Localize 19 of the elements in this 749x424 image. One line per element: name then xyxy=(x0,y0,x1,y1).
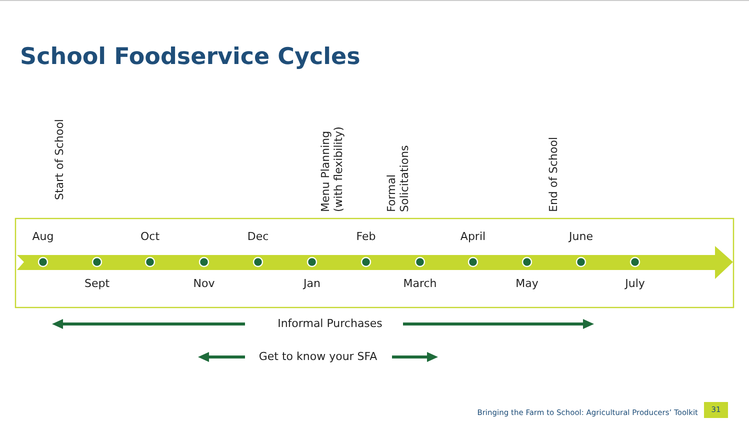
event-label: Start of School xyxy=(53,118,66,200)
title: School Foodservice Cycles xyxy=(20,43,360,72)
month-label: Dec xyxy=(247,230,269,243)
month-label: May xyxy=(516,277,538,290)
month-label: June xyxy=(569,230,593,243)
period-label: Get to know your SFA xyxy=(258,350,378,363)
month-label: Sept xyxy=(84,277,110,290)
month-label: Jan xyxy=(304,277,320,290)
month-label: July xyxy=(625,277,645,290)
month-label: Feb xyxy=(356,230,376,243)
month-label: Oct xyxy=(140,230,160,243)
event-label: Formal Solicitations xyxy=(385,144,411,212)
event-label: Menu Planning (with flexibility) xyxy=(319,126,345,212)
month-label: March xyxy=(403,277,437,290)
month-label: Aug xyxy=(32,230,54,243)
month-label: Nov xyxy=(193,277,215,290)
period-label: Informal Purchases xyxy=(278,317,382,330)
month-label: April xyxy=(460,230,486,243)
event-label: End of School xyxy=(547,136,560,212)
